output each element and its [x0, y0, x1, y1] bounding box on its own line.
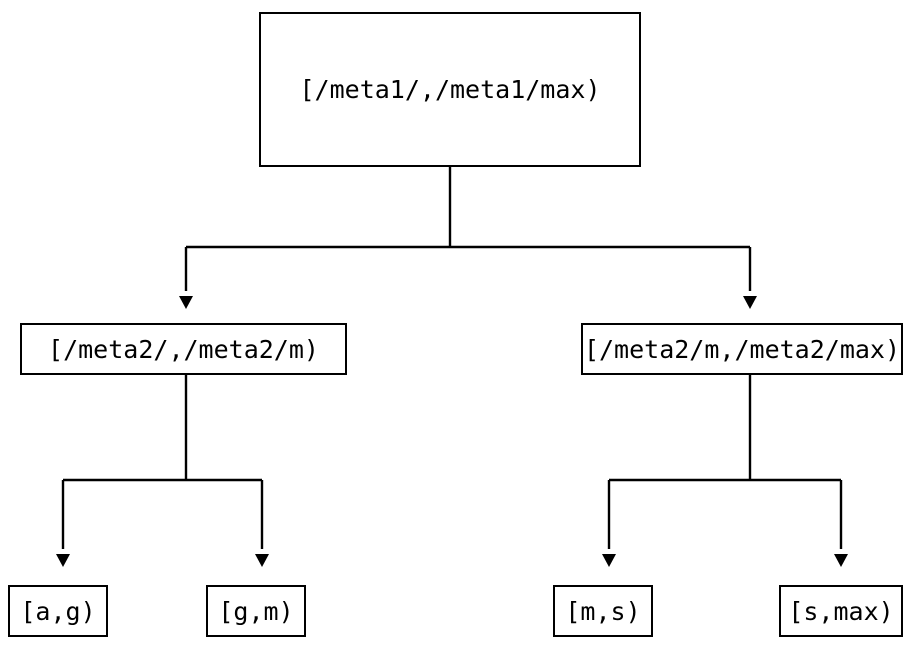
edge-midleft-to-children	[56, 375, 269, 567]
node-leaf-ag-label: [a,g)	[20, 596, 96, 626]
arrowhead-root-to-mid-right	[743, 296, 757, 309]
node-mid-right[interactable]: [/meta2/m,/meta2/max)	[581, 323, 903, 375]
node-leaf-smax-label: [s,max)	[788, 596, 894, 626]
node-leaf-smax[interactable]: [s,max)	[779, 585, 903, 637]
node-leaf-ag[interactable]: [a,g)	[8, 585, 108, 637]
arrowhead-midright-to-leaf-smax	[834, 554, 848, 567]
node-root-label: [/meta1/,/meta1/max)	[299, 75, 601, 104]
node-leaf-ms[interactable]: [m,s)	[553, 585, 653, 637]
node-mid-right-label: [/meta2/m,/meta2/max)	[583, 334, 901, 364]
node-leaf-gm[interactable]: [g,m)	[206, 585, 306, 637]
arrowhead-midright-to-leaf-ms	[602, 554, 616, 567]
node-leaf-ms-label: [m,s)	[565, 596, 641, 626]
arrowhead-midleft-to-leaf-gm	[255, 554, 269, 567]
arrowhead-midleft-to-leaf-ag	[56, 554, 70, 567]
arrowhead-root-to-mid-left	[179, 296, 193, 309]
node-leaf-gm-label: [g,m)	[218, 596, 294, 626]
node-mid-left[interactable]: [/meta2/,/meta2/m)	[20, 323, 347, 375]
node-root[interactable]: [/meta1/,/meta1/max)	[259, 12, 641, 167]
node-mid-left-label: [/meta2/,/meta2/m)	[48, 334, 319, 364]
edge-root-to-children	[179, 167, 757, 309]
edge-midright-to-children	[602, 375, 848, 567]
